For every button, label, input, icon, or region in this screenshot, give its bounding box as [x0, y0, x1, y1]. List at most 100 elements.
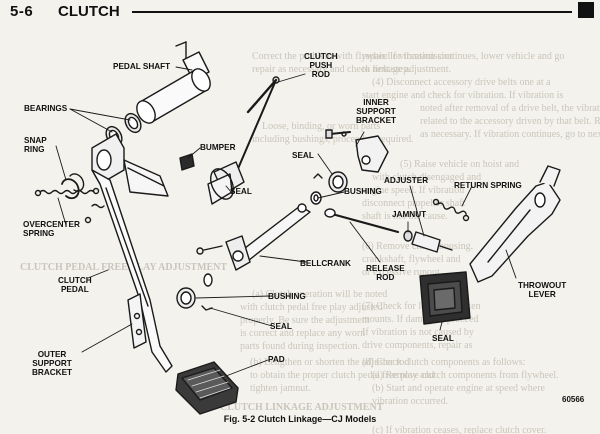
label-throwout-lever: THROWOUT LEVER	[518, 281, 566, 299]
label-outer-support-bracket: OUTER SUPPORT BRACKET	[32, 350, 72, 377]
inner-support-bracket	[325, 129, 389, 173]
ghost-line: repair. If vibration continues, lower ve…	[362, 51, 565, 62]
ghost-line: disconnect propeller shaft	[362, 198, 466, 209]
ghost-heading: CLUTCH PEDAL FREE PLAY ADJUSTMENT	[20, 262, 228, 273]
pedal-pad	[175, 361, 239, 415]
ghost-line: tighten jamnut.	[250, 383, 311, 394]
ghost-line: Correct the problem with flywheel or tra…	[252, 51, 455, 62]
label-seal-right: SEAL	[432, 334, 454, 343]
ghost-line: to obtain the proper clutch pedal free p…	[250, 370, 435, 381]
label-line: SNAP	[24, 136, 47, 145]
jamnut	[403, 230, 413, 242]
bushing-upper	[310, 191, 322, 205]
ghost-line: as necessary. If vibration continues, go…	[420, 129, 600, 140]
ghost-line: properly. Be sure the adjustment	[240, 315, 370, 326]
figure-number: 60566	[562, 395, 585, 404]
ghost-line: mounts. If damaged, proceed	[362, 314, 479, 325]
ghost-line: shaft is not the cause.	[362, 211, 448, 222]
overcenter-spring	[34, 187, 105, 224]
label-line: INNER	[363, 98, 389, 107]
label-overcenter-spring: OVERCENTER SPRING	[23, 220, 80, 238]
ghost-line: is correct and replace any worn	[240, 328, 366, 339]
ghost-line: (8) Check clutch components as follows:	[362, 357, 526, 368]
ghost-line: or excessive runout.	[362, 267, 443, 278]
label-line: PUSH	[309, 61, 333, 70]
ghost-line: (5) Raise vehicle on hoist and	[400, 159, 520, 170]
label-seal-lower: SEAL	[270, 322, 292, 331]
label-bushing-upper: BUSHING	[344, 187, 382, 196]
ghost-line: (c) If vibration ceases, replace clutch …	[372, 425, 547, 434]
label-pad: PAD	[268, 355, 285, 364]
label-jamnut: JAMNUT	[392, 210, 427, 219]
clutch-pedal-arm	[91, 169, 173, 373]
bumper	[179, 153, 195, 171]
label-clutch-pedal: CLUTCH PEDAL	[58, 276, 92, 294]
label-line: SPRING	[23, 229, 55, 238]
figure-caption: Fig. 5-2 Clutch Linkage—CJ Models	[223, 414, 377, 424]
label-line: BRACKET	[356, 116, 397, 125]
release-rod	[324, 208, 400, 234]
ghost-line: with clutch pedal free play adjusted	[240, 302, 383, 313]
label-bumper: BUMPER	[200, 143, 236, 152]
label-line: LEVER	[528, 290, 556, 299]
ghost-line: engine speed. If vibration	[362, 185, 465, 196]
pedal-shaft	[136, 41, 211, 124]
ghost-line: repair as necessary and check linkage ad…	[252, 64, 452, 75]
label-snap-ring: SNAP RING	[24, 136, 47, 154]
ghost-heading: CLUTCH LINKAGE ADJUSTMENT	[220, 402, 384, 413]
bellcrank	[196, 203, 311, 271]
ghost-line: with clutch disengaged and	[372, 172, 482, 183]
seal-boot-right	[419, 271, 471, 325]
label-line: RING	[24, 145, 45, 154]
label-line: SUPPORT	[356, 107, 396, 116]
ghost-line: parts found during inspection.	[240, 341, 360, 352]
seal-lower	[201, 273, 213, 311]
ghost-line: (7) Check for loose or broken	[362, 301, 481, 312]
label-bearings: BEARINGS	[24, 104, 68, 113]
label-line: CLUTCH	[304, 52, 338, 61]
label-inner-support-bracket: INNER SUPPORT BRACKET	[356, 98, 396, 125]
ghost-line: related to the accessory driven by that …	[420, 116, 600, 127]
ghost-line: (a) Remove clutch components from flywhe…	[372, 370, 559, 381]
ghost-line: (b) Start and operate engine at speed wh…	[372, 383, 545, 394]
ghost-line: including bushings, proceed as required.	[252, 134, 414, 145]
label-line: ROD	[376, 273, 395, 282]
label-clutch-push-rod: CLUTCH PUSH ROD	[304, 52, 338, 79]
label-line: PEDAL	[60, 285, 89, 294]
header-rule	[132, 11, 572, 13]
ghost-line: (b) Lengthen or shorten the adjuster rod	[250, 357, 410, 368]
label-bushing-lower: BUSHING	[268, 292, 306, 301]
chapter-title: CLUTCH	[58, 3, 120, 20]
label-adjuster: ADJUSTER	[384, 176, 429, 185]
ghost-line: to next step.	[362, 64, 411, 75]
throwout-lever	[469, 165, 561, 283]
label-line: RELEASE	[366, 264, 405, 273]
label-line: THROWOUT	[518, 281, 567, 290]
section-number: 5-6	[10, 3, 34, 20]
bearing-upper	[124, 112, 142, 134]
ghost-line: drive components, repair as	[362, 340, 473, 351]
pedal-pivot-bracket	[91, 133, 169, 197]
label-line: ROD	[311, 70, 330, 79]
ghost-line: vibration occurred.	[372, 396, 449, 407]
seal-middle	[313, 171, 348, 193]
ghost-line: noted after removal of a drive belt, the…	[420, 103, 600, 114]
label-line: CLUTCH	[58, 276, 92, 285]
ghost-line: Loose, binding, or worn parts	[262, 121, 381, 132]
label-seal-boot: SEAL	[230, 187, 252, 196]
label-line: OVERCENTER	[23, 220, 80, 229]
label-line: SUPPORT	[32, 359, 72, 368]
label-pedal-shaft: PEDAL SHAFT	[113, 62, 171, 71]
ghost-line: If vibration is not caused by	[362, 327, 474, 338]
seal-boot	[207, 161, 245, 205]
outer-support-bracket	[127, 293, 147, 349]
bushing-lower	[176, 287, 196, 309]
label-release-rod: RELEASE ROD	[366, 264, 405, 282]
chapter-tab-mark	[578, 2, 594, 18]
label-seal-middle: SEAL	[292, 151, 314, 160]
label-line: BRACKET	[32, 368, 73, 377]
leader-lines	[55, 66, 517, 377]
label-line: OUTER	[37, 350, 67, 359]
label-bellcrank: BELLCRANK	[300, 259, 351, 268]
